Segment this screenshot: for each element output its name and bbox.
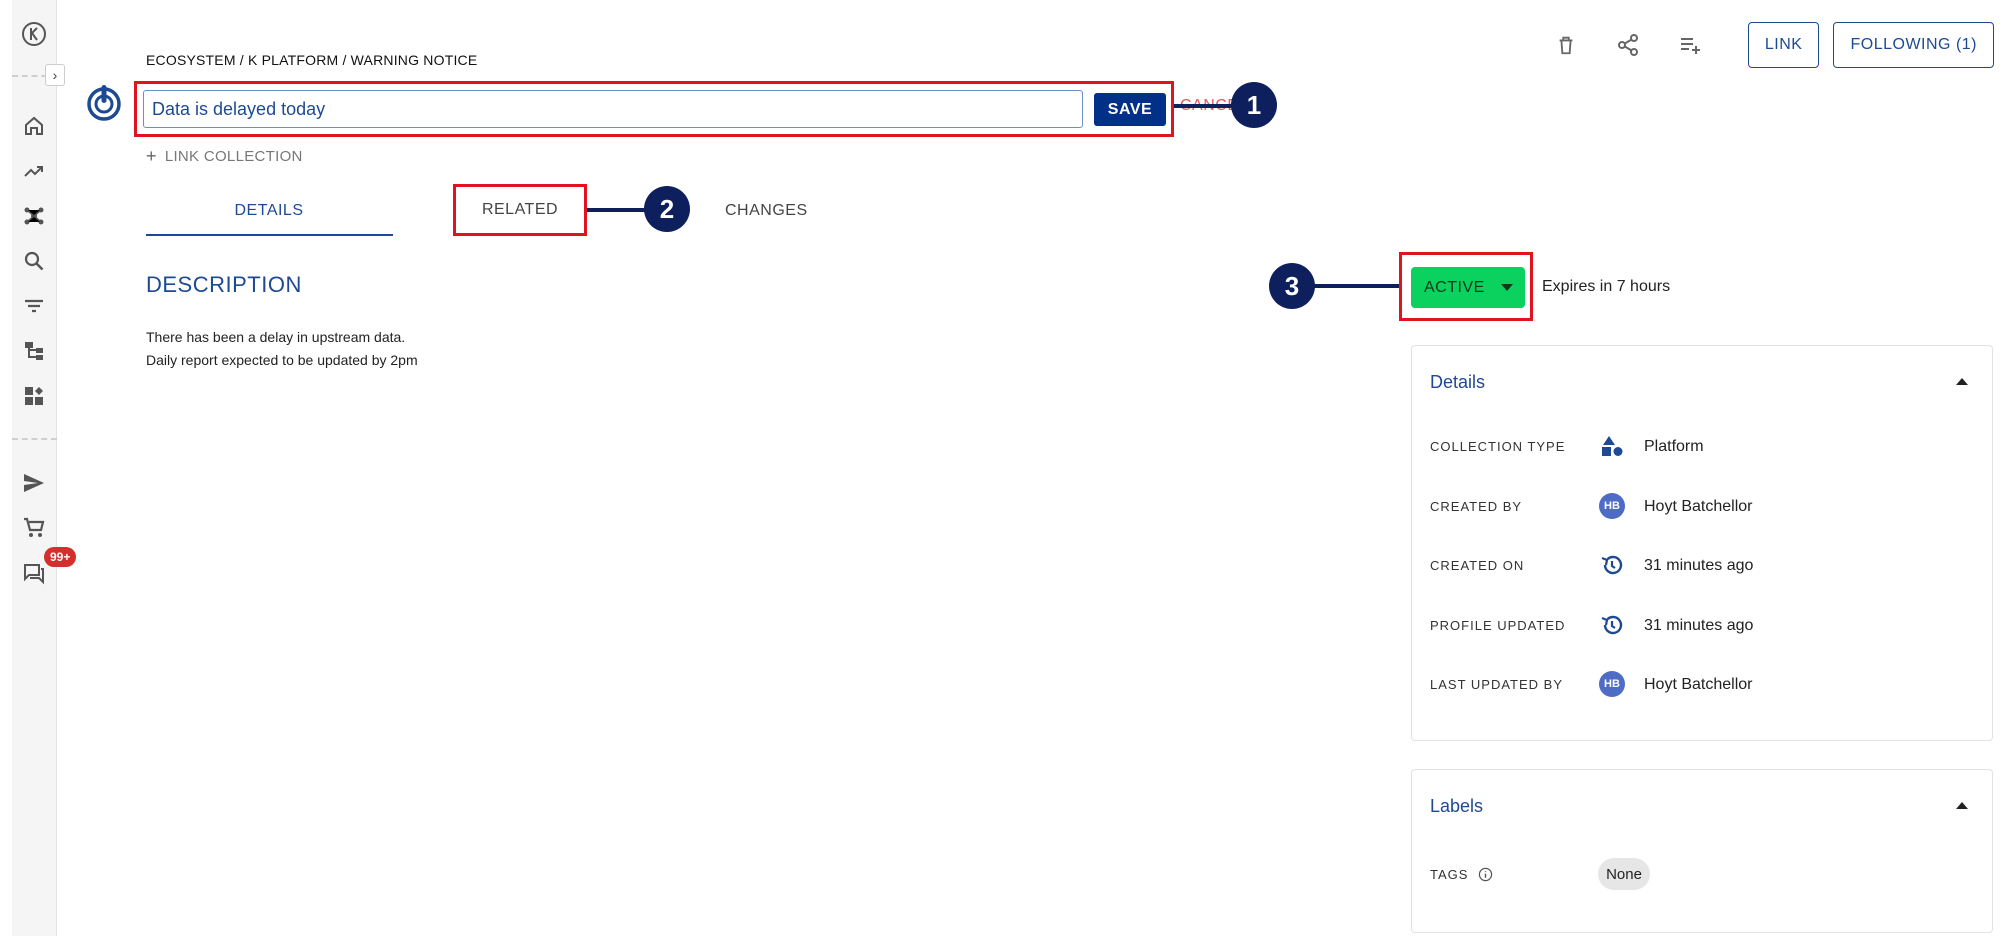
search-icon[interactable] [20,247,48,275]
delete-button[interactable] [1548,27,1584,63]
prop-label-last-updated-by: LAST UPDATED BY [1430,677,1563,692]
description-line: There has been a delay in upstream data. [146,329,406,345]
callout-connector [1312,284,1399,288]
info-icon[interactable] [1478,867,1493,882]
playlist-add-icon [1680,38,1700,54]
callout-marker-1: 1 [1231,82,1277,128]
prop-label-collection-type: COLLECTION TYPE [1430,439,1566,454]
labels-panel: Labels TAGS None [1411,769,1993,933]
title-edit-highlight: Data is delayed today SAVE [134,81,1174,137]
collapse-caret-icon[interactable] [1956,378,1968,385]
tags-label-row: TAGS [1430,867,1493,882]
breadcrumb[interactable]: ECOSYSTEM / K PLATFORM / WARNING NOTICE [146,52,478,68]
prop-value-collection-type: Platform [1644,438,1704,455]
link-collection-button[interactable]: + LINK COLLECTION [146,146,303,167]
warning-notice-icon [84,82,124,122]
prop-label-profile-updated: PROFILE UPDATED [1430,618,1566,633]
tab-details[interactable]: DETAILS [234,202,304,219]
share-button[interactable] [1610,27,1646,63]
share-icon [1617,34,1638,56]
tag-chip: None [1598,858,1650,890]
save-button[interactable]: SAVE [1094,93,1166,126]
callout-connector [587,208,647,212]
prop-label-created-on: CREATED ON [1430,558,1525,573]
caret-down-icon [1501,284,1513,291]
details-panel-title[interactable]: Details [1430,372,1486,392]
trash-icon [1559,36,1573,55]
tags-label: TAGS [1430,867,1469,882]
prop-value-created-by: Hoyt Batchellor [1644,498,1753,515]
following-button[interactable]: FOLLOWING (1) [1833,22,1994,68]
collapse-caret-icon[interactable] [1956,802,1968,809]
labels-panel-title[interactable]: Labels [1430,796,1484,816]
prop-label-created-by: CREATED BY [1430,499,1523,514]
rail-divider [12,75,57,77]
send-icon[interactable] [20,469,48,497]
left-nav-rail: 99+ [12,0,77,936]
chat-icon[interactable] [20,559,48,587]
avatar: HB [1598,670,1626,698]
history-icon [1598,611,1626,639]
description-heading: DESCRIPTION [146,272,302,297]
chevron-right-icon: › [52,67,58,83]
filter-icon[interactable] [20,292,48,320]
k-logo-icon[interactable] [20,20,48,48]
hierarchy-icon[interactable] [20,337,48,365]
cart-icon[interactable] [20,514,48,542]
callout-connector [1174,104,1234,108]
avatar: HB [1598,492,1626,520]
callout-marker-2: 2 [644,186,690,232]
trending-icon[interactable] [20,157,48,185]
active-tab-indicator [146,234,393,236]
prop-value-last-updated-by: Hoyt Batchellor [1644,676,1753,693]
status-highlight: ACTIVE [1399,252,1533,321]
add-to-list-button[interactable] [1672,27,1708,63]
network-icon[interactable] [20,202,48,230]
dashboard-icon[interactable] [20,382,48,410]
expand-rail-button[interactable]: › [45,64,65,86]
expiry-text: Expires in 7 hours [1542,278,1671,295]
tab-related[interactable]: RELATED [453,184,587,236]
prop-value-created-on: 31 minutes ago [1644,557,1754,574]
shapes-icon [1598,432,1626,460]
description-line: Daily report expected to be updated by 2… [146,352,418,368]
history-icon [1598,551,1626,579]
notification-badge: 99+ [44,547,77,567]
tab-changes[interactable]: CHANGES [725,202,808,219]
home-icon[interactable] [20,112,48,140]
prop-value-profile-updated: 31 minutes ago [1644,617,1754,634]
plus-icon: + [146,146,157,166]
link-button[interactable]: LINK [1747,22,1820,68]
title-input[interactable]: Data is delayed today [143,90,1083,128]
header-actions: LINK FOLLOWING (1) [1548,22,1994,68]
status-label: ACTIVE [1424,278,1485,296]
callout-marker-3: 3 [1269,263,1315,309]
link-collection-label: LINK COLLECTION [164,148,303,165]
avatar-initials: HB [1599,493,1625,519]
status-dropdown[interactable]: ACTIVE [1411,267,1525,308]
avatar-initials: HB [1599,671,1625,697]
details-panel: Details COLLECTION TYPE Platform CREATED… [1411,345,1993,741]
rail-divider [12,438,57,440]
